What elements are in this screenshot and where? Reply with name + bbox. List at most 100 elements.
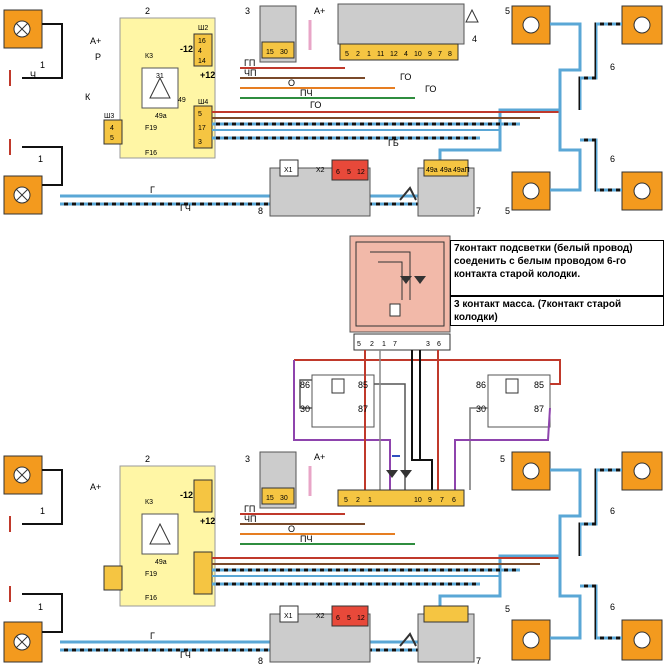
note-ground: 3 контакт масса. (7контакт старой колодк… [450, 296, 664, 326]
callout-2: 2 [145, 6, 150, 16]
wire-g-b: Г [150, 631, 155, 641]
relay-left [311, 374, 375, 428]
r1-85: 85 [358, 380, 368, 390]
sw4-pin-2: 2 [356, 51, 360, 58]
ns-pin-1: 1 [382, 341, 386, 348]
sw8-pin-6: 6 [336, 169, 340, 176]
callout-1b: 1 [38, 154, 43, 164]
pin-14: 14 [198, 58, 206, 65]
sw3b-pin-15: 15 [266, 495, 274, 502]
bottom-connector-block [337, 489, 465, 507]
top-scheme [3, 3, 663, 217]
label-k3: К3 [145, 53, 153, 60]
bb-pin-10: 10 [414, 497, 422, 504]
label-k3-b: К3 [145, 499, 153, 506]
wire-o: О [288, 78, 295, 88]
r2-30: 30 [476, 404, 486, 414]
callout-1-c: 1 [40, 506, 45, 516]
sw8-pin-5: 5 [347, 169, 351, 176]
sw7-pin-2: 49а [440, 167, 452, 174]
label-31: 31 [156, 73, 164, 80]
sw4-pin-4: 4 [404, 51, 408, 58]
callout-7: 7 [476, 206, 481, 216]
bb-pin-9: 9 [428, 497, 432, 504]
lamp-6-bottom [621, 171, 663, 211]
pin-r-5: 5 [198, 111, 202, 118]
sw7-pin-3: 49аП [453, 167, 470, 174]
callout-2-b: 2 [145, 454, 150, 464]
sw3b-pin-30: 30 [280, 495, 288, 502]
bb-pin-5: 5 [344, 497, 348, 504]
label-a-plus-b: А+ [90, 482, 101, 492]
lamp-5-bottom [511, 171, 551, 211]
callout-5-c: 5 [500, 454, 505, 464]
pin-4: 4 [198, 48, 202, 55]
pin-r-3: 3 [198, 139, 202, 146]
pin-l-4: 4 [110, 125, 114, 132]
wire-gp-b: ГП [244, 504, 255, 514]
pin-l-5: 5 [110, 135, 114, 142]
sw8-x2: Х2 [316, 167, 325, 174]
lamp-6-top [621, 5, 663, 45]
ns-pin-5: 5 [357, 341, 361, 348]
note-backlight: 7контакт подсветки (белый провод) соеден… [450, 240, 664, 296]
label-f16: F16 [145, 150, 157, 157]
lamp-5-top [511, 5, 551, 45]
label-49a-b: 49а [155, 559, 167, 566]
wire-r: Р [95, 52, 101, 62]
callout-5: 5 [505, 6, 510, 16]
lamp-1-bottom [3, 175, 43, 215]
label-f19: F19 [145, 125, 157, 132]
callout-3-b: 3 [245, 454, 250, 464]
r2-85: 85 [534, 380, 544, 390]
callout-6b: 6 [610, 154, 615, 164]
sw8b-pin-12: 12 [357, 615, 365, 622]
sw4-pin-5: 5 [345, 51, 349, 58]
callout-3: 3 [245, 6, 250, 16]
callout-8-b: 8 [258, 656, 263, 666]
callout-6-c: 6 [610, 506, 615, 516]
wire-k: К [85, 92, 91, 102]
wire-gb: ГБ [388, 138, 399, 148]
pin-r-17: 17 [198, 125, 206, 132]
wire-chp-b: ЧП [244, 514, 256, 524]
label-minus12-b: -12 [180, 490, 193, 500]
wire-o-b: О [288, 524, 295, 534]
callout-6: 6 [610, 62, 615, 72]
bottom-scheme [3, 451, 663, 663]
sw8b-pin-6: 6 [336, 615, 340, 622]
ns-pin-7: 7 [393, 341, 397, 348]
wire-go-3: ГО [425, 84, 436, 94]
label-f19-b: F19 [145, 571, 157, 578]
wire-gp: ГП [244, 58, 255, 68]
sw4-pin-10: 10 [414, 51, 422, 58]
label-49: 49 [178, 97, 186, 104]
label-sh3: Ш3 [104, 113, 114, 120]
sw4-pin-9: 9 [428, 51, 432, 58]
wire-go-2: ГО [400, 72, 411, 82]
label-sh2: Ш2 [198, 25, 208, 32]
wire-gch-b: ГЧ [180, 650, 191, 660]
label-plus12-b: +12 [200, 516, 215, 526]
sw8b-pin-5: 5 [347, 615, 351, 622]
sw3-supply: А+ [314, 6, 325, 16]
sw4-pin-1: 1 [367, 51, 371, 58]
sw8b-x1: Х1 [284, 613, 293, 620]
r1-30: 30 [300, 404, 310, 414]
bb-pin-1: 1 [368, 497, 372, 504]
callout-1: 1 [40, 60, 45, 70]
lamp-1-bottom-top [3, 455, 43, 495]
sw3-pin-15: 15 [266, 49, 274, 56]
callout-6-d: 6 [610, 602, 615, 612]
label-49a: 49а [155, 113, 167, 120]
wire-pch: ПЧ [300, 88, 312, 98]
sw4-pin-7: 7 [438, 51, 442, 58]
switch-4 [337, 3, 465, 45]
lamp-6-b-low [621, 619, 663, 661]
label-f16-b: F16 [145, 595, 157, 602]
bb-pin-7: 7 [440, 497, 444, 504]
wire-chp: ЧП [244, 68, 256, 78]
sw8-pin-12: 12 [357, 169, 365, 176]
lamp-1-top [3, 9, 43, 49]
